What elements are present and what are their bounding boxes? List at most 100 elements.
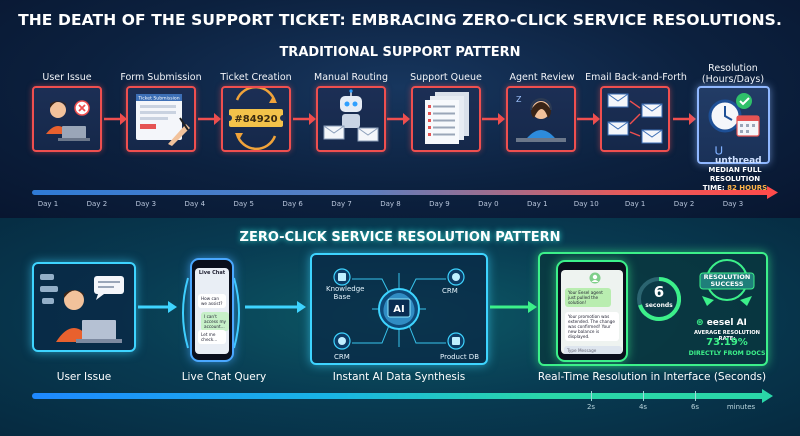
step-label-user-issue: User Issue [42, 72, 92, 83]
zstep-box-resolution: Your Eesel agent just pulled the solutio… [538, 252, 768, 366]
arrow-right-icon [577, 112, 601, 126]
timeline-day-label: Day 7 [331, 200, 352, 208]
step-box-form-submission: Ticket Submission [126, 86, 196, 152]
timeline-day-label: Day 10 [573, 200, 599, 208]
timeline-day-label: Day 1 [37, 200, 59, 208]
chat-bubble: Let me check... [198, 330, 226, 344]
source-crm-secondary: CRM [334, 353, 350, 361]
timeline-day-label: Day 2 [673, 200, 695, 208]
zero-click-heading: ZERO-CLICK SERVICE RESOLUTION PATTERN [239, 230, 561, 245]
timeline-day-label: Day 9 [429, 200, 450, 208]
timeline-tick-label: 6s [690, 403, 700, 411]
timeline-arrow-icon [767, 186, 778, 199]
arrow-right-icon [138, 301, 177, 313]
ticket-icon: #84920 [226, 88, 286, 150]
zstep-box-user-issue [32, 262, 136, 352]
clock-calendar-check-icon [708, 93, 760, 137]
timeline-day-label: Day 2 [86, 200, 108, 208]
traditional-section [0, 0, 800, 218]
step-box-user-issue [32, 86, 102, 152]
chat-bubble: How can we assist? [198, 294, 226, 308]
step-label-email-back-and-forth: Email Back-and-Forth [585, 72, 687, 83]
user-laptop-error-icon [46, 100, 90, 141]
rate-value: 73.19% [706, 337, 748, 348]
timeline-tick [591, 391, 592, 401]
timeline-arrow-icon [762, 389, 773, 403]
step-label-support-queue: Support Queue [410, 72, 482, 83]
form-header: Ticket Submission [137, 96, 179, 102]
timeline-day-label: Day 3 [722, 200, 744, 208]
timeline-day-label: Day 8 [380, 200, 401, 208]
user-laptop-chat-icon [40, 274, 124, 343]
phone-glow-arcs-icon [182, 277, 240, 349]
source-crm: CRM [442, 287, 458, 295]
timeline-tick-label: 2s [586, 403, 596, 411]
step-box-support-queue [411, 86, 481, 152]
zstep-label-live-chat-query: Live Chat Query [181, 371, 267, 383]
arrow-right-icon [198, 112, 222, 126]
arrow-right-icon [104, 112, 128, 126]
timeline-tick-label: minutes [726, 403, 756, 411]
step-box-agent-review: Z [506, 86, 576, 152]
zstep-label-real-time-resolution: Real-Time Resolution in Interface (Secon… [537, 371, 767, 383]
timeline-day-label: Day 1 [527, 200, 548, 208]
document-stack-icon [425, 92, 469, 144]
source-product-db: Product DB [440, 353, 479, 361]
resolution-bubble: Your Eesel agent just pulled the solutio… [565, 288, 611, 307]
live-chat-title: Live Chat [198, 270, 226, 276]
ai-brain-chip-icon: AI [333, 268, 465, 350]
eesel-brand: ⊛ eesel AI [696, 318, 747, 328]
timeline-day-label: Day 1 [624, 200, 646, 208]
step-label-agent-review: Agent Review [509, 72, 575, 83]
timeline-day-label: Day 4 [184, 200, 206, 208]
step-box-ticket-creation: #84920 [221, 86, 291, 152]
success-badge-icon [699, 259, 755, 306]
agent-headset-icon: Z [516, 95, 566, 142]
traditional-heading: TRADITIONAL SUPPORT PATTERN [279, 45, 521, 60]
robot-mail-icon [323, 89, 379, 142]
arrow-right-icon [482, 112, 506, 126]
step-box-manual-routing [316, 86, 386, 152]
form-icon: Ticket Submission [136, 94, 190, 146]
arrow-right-icon [245, 301, 306, 313]
ai-chip-text: AI [393, 304, 404, 315]
step-label-resolution: Resolution (Hours/Days) [701, 63, 765, 85]
step-box-resolution: ⋃ unthread [697, 86, 770, 166]
timer-unit: seconds [645, 302, 673, 309]
timeline-tick [695, 391, 696, 401]
timeline-day-label: Day 5 [233, 200, 254, 208]
svg-text:Z: Z [516, 95, 522, 104]
agent-avatar-icon [589, 272, 601, 284]
zstep-box-ai-synthesis: AI Knowledge Base CRM CRM Product DB [310, 253, 488, 365]
resolution-bubble: Your promotion was extended. The change … [565, 312, 619, 341]
median-resolution-time: MEDIAN FULL RESOLUTION TIME: 82 HOURS [702, 166, 768, 192]
timer-ring-icon [637, 276, 682, 321]
page-title: THE DEATH OF THE SUPPORT TICKET: EMBRACI… [18, 11, 782, 29]
timeline-day-label: Day 3 [135, 200, 157, 208]
message-input[interactable]: Type Message [564, 346, 622, 354]
ticket-number: #84920 [234, 114, 277, 125]
zstep-label-ai-synthesis: Instant AI Data Synthesis [332, 371, 466, 383]
rate-suffix: DIRECTLY FROM DOCS [688, 350, 766, 357]
resolution-success-badge: RESOLUTION SUCCESS [703, 273, 751, 288]
step-box-email-back-and-forth [600, 86, 670, 152]
envelopes-icon [607, 93, 663, 144]
traditional-timeline [32, 190, 772, 195]
timer-value: 6 [653, 283, 665, 301]
zstep-label-user-issue: User Issue [56, 371, 112, 383]
timeline-tick [643, 391, 644, 401]
step-label-ticket-creation: Ticket Creation [220, 72, 292, 83]
arrow-right-icon [673, 112, 697, 126]
phone-resolution-icon: Your Eesel agent just pulled the solutio… [556, 260, 628, 362]
timeline-tick-label: 4s [638, 403, 648, 411]
arrow-right-icon [490, 301, 537, 313]
chat-bubble: I can't access my account... [201, 312, 229, 331]
phone-chat-icon: Live Chat How can we assist? I can't acc… [190, 258, 234, 362]
unthread-logo: ⋃ unthread [715, 146, 762, 166]
zero-click-timeline [32, 393, 767, 399]
arrow-right-icon [387, 112, 411, 126]
step-label-manual-routing: Manual Routing [314, 72, 388, 83]
timeline-day-label: Day 0 [478, 200, 499, 208]
step-label-form-submission: Form Submission [120, 72, 202, 83]
timeline-day-label: Day 6 [282, 200, 303, 208]
